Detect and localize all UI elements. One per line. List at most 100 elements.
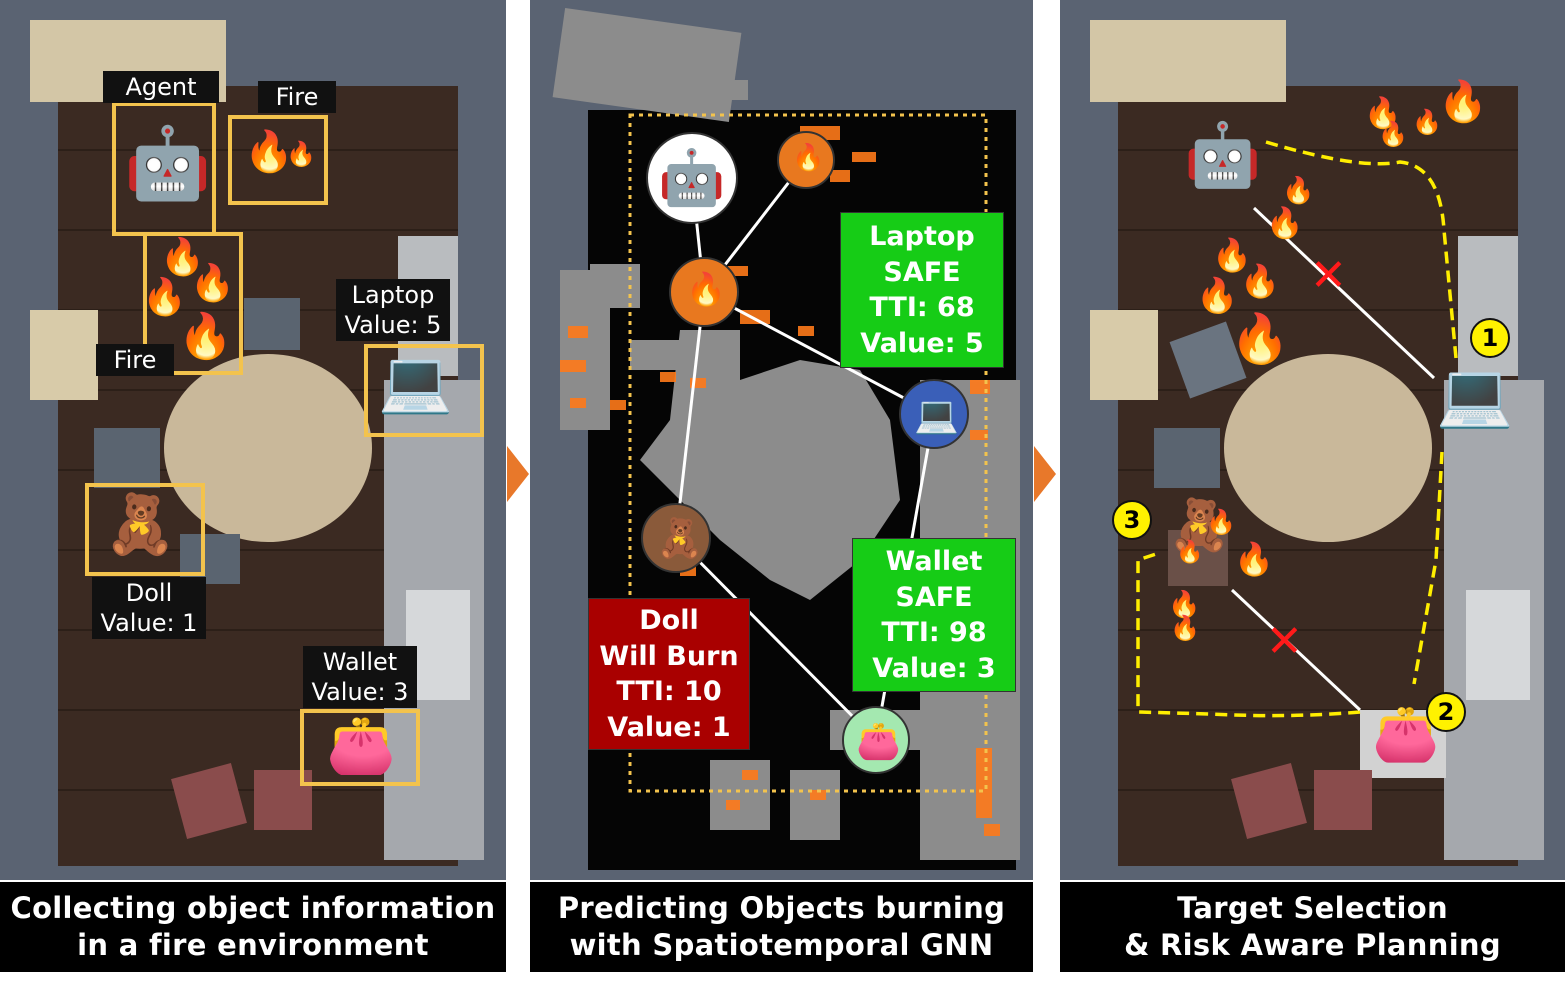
doll-info-status: Will Burn <box>599 640 739 672</box>
fire-icon: 🔥 <box>1412 108 1442 136</box>
panel-collect: 🤖 Agent 🔥 🔥 Fire 🔥 🔥 🔥 🔥 Fire 💻 Laptop V… <box>0 0 506 880</box>
robot-icon: 🤖 <box>124 122 212 204</box>
fire-icon: 🔥 <box>1230 311 1290 367</box>
doll-info-name: Doll <box>639 605 699 636</box>
blocked-direct-path <box>1252 206 1436 380</box>
fire-icon: 🔥 <box>1206 508 1236 536</box>
room-scene-3 <box>1060 0 1565 880</box>
fire-icon: 🔥 <box>1234 540 1274 578</box>
fire-node <box>777 131 835 189</box>
fire-icon: 🔥 <box>1176 540 1204 565</box>
fire-icon: 🔥 <box>1170 614 1200 642</box>
wallet-info-value: Value: 3 <box>872 652 996 684</box>
round-table <box>164 354 372 542</box>
wallet-node <box>842 706 910 774</box>
panel-plan: 🤖 🔥 🔥 🔥 🔥 🔥 🔥 🔥 🔥 🔥 🔥 💻 🧸 🔥 🔥 🔥 🔥 🔥 👛 ✕ … <box>1060 0 1565 880</box>
wallet-info-card: Wallet SAFE TTI: 98 Value: 3 <box>852 538 1016 692</box>
order-badge-2: 2 <box>1426 692 1466 732</box>
label-agent: Agent <box>103 71 219 103</box>
planned-path-leg-3 <box>1136 552 1361 718</box>
flow-arrow-2 <box>1034 446 1056 502</box>
caption-line: Predicting Objects burning <box>557 891 1006 925</box>
label-doll-value: Value: 1 <box>100 609 198 637</box>
caption-line: in a fire environment <box>77 928 429 962</box>
caption-line: Collecting object information <box>10 891 496 925</box>
caption-line: with Spatiotemporal GNN <box>569 928 994 962</box>
label-laptop-name: Laptop <box>351 281 435 309</box>
doll-box <box>85 483 205 576</box>
laptop-box <box>364 344 484 437</box>
label-doll: Doll Value: 1 <box>92 577 206 639</box>
caption-plan: Target Selection & Risk Aware Planning <box>1060 882 1565 972</box>
caption-line: & Risk Aware Planning <box>1124 928 1501 962</box>
fire-icon: 🔥 <box>1196 276 1239 316</box>
caption-predict: Predicting Objects burning with Spatiote… <box>530 882 1033 972</box>
label-doll-name: Doll <box>125 579 173 607</box>
doll-info-card: Doll Will Burn TTI: 10 Value: 1 <box>588 598 750 750</box>
label-laptop: Laptop Value: 5 <box>336 279 450 341</box>
panel-predict: 🤖 🔥 🔥 💻 🧸 👛 Laptop SAFE TTI: 68 Value: 5… <box>530 0 1033 880</box>
label-wallet-value: Value: 3 <box>311 678 409 706</box>
fire-icon: 🔥 <box>178 311 233 362</box>
fire-icon: 🔥 <box>686 270 726 308</box>
fire-icon: 🔥 <box>1282 176 1315 206</box>
robot-icon: 🤖 <box>658 146 726 209</box>
laptop-info-name: Laptop <box>869 221 975 252</box>
fire-icon: 🔥 <box>1438 79 1488 125</box>
laptop-icon: 💻 <box>914 395 959 436</box>
fire-icon: 🔥 <box>142 277 187 318</box>
fire-box-top <box>228 115 328 205</box>
fire-icon: 🔥 <box>1266 206 1304 241</box>
blocked-cross-icon: ✕ <box>1310 250 1347 301</box>
label-wallet-name: Wallet <box>322 648 398 676</box>
laptop-icon: 💻 <box>378 347 453 417</box>
fire-icon: 🔥 <box>1378 120 1408 148</box>
planned-path-leg-2 <box>1412 451 1444 685</box>
wallet-info-tti: TTI: 98 <box>881 617 987 648</box>
fire-icon: 🔥 <box>286 140 316 168</box>
laptop-info-tti: TTI: 68 <box>869 292 975 323</box>
doll-info-value: Value: 1 <box>607 711 731 743</box>
teddy-bear-icon: 🧸 <box>104 490 177 558</box>
order-badge-3: 3 <box>1112 500 1152 540</box>
agent-node <box>646 132 738 224</box>
fire-icon: 🔥 <box>1212 236 1252 274</box>
laptop-info-card: Laptop SAFE TTI: 68 Value: 5 <box>840 212 1004 368</box>
fire-icon: 🔥 <box>244 129 294 175</box>
fire-box-left <box>143 232 243 375</box>
doll-node <box>641 503 711 573</box>
fire-icon: 🔥 <box>1364 96 1402 131</box>
caption-line: Target Selection <box>1177 891 1448 925</box>
robot-icon: 🤖 <box>1184 118 1262 191</box>
laptop-info-value: Value: 5 <box>860 327 984 359</box>
label-wallet: Wallet Value: 3 <box>303 646 417 708</box>
label-fire-left: Fire <box>96 344 174 376</box>
teddy-bear-icon: 🧸 <box>1168 496 1231 554</box>
caption-collect: Collecting object information in a fire … <box>0 882 506 972</box>
fire-heat-spots <box>560 126 1000 836</box>
label-laptop-value: Value: 5 <box>344 311 442 339</box>
room-scene-1 <box>0 0 506 880</box>
fire-icon: 🔥 <box>1168 590 1201 620</box>
wallet-box <box>300 709 420 786</box>
blocked-direct-path <box>1230 588 1362 712</box>
laptop-info-status: SAFE <box>883 256 961 288</box>
label-fire-top: Fire <box>258 81 336 113</box>
blocked-cross-icon: ✕ <box>1266 616 1303 667</box>
fire-node <box>669 257 739 327</box>
laptop-node <box>899 379 969 449</box>
fire-icon: 🔥 <box>160 237 205 278</box>
laptop-icon: 💻 <box>1436 358 1514 431</box>
wallet-info-name: Wallet <box>885 546 983 577</box>
wallet-icon: 👛 <box>326 713 396 778</box>
fire-icon: 🔥 <box>190 263 235 304</box>
wallet-info-status: SAFE <box>895 581 973 613</box>
furniture-silhouette <box>640 330 900 600</box>
wallet-icon: 👛 <box>856 721 901 762</box>
prediction-region <box>628 113 988 793</box>
flow-arrow-1 <box>507 446 529 502</box>
teddy-bear-icon: 🧸 <box>656 516 704 560</box>
doll-info-tti: TTI: 10 <box>616 676 722 707</box>
fire-icon: 🔥 <box>792 143 825 173</box>
planned-path-leg-1 <box>1265 140 1458 359</box>
